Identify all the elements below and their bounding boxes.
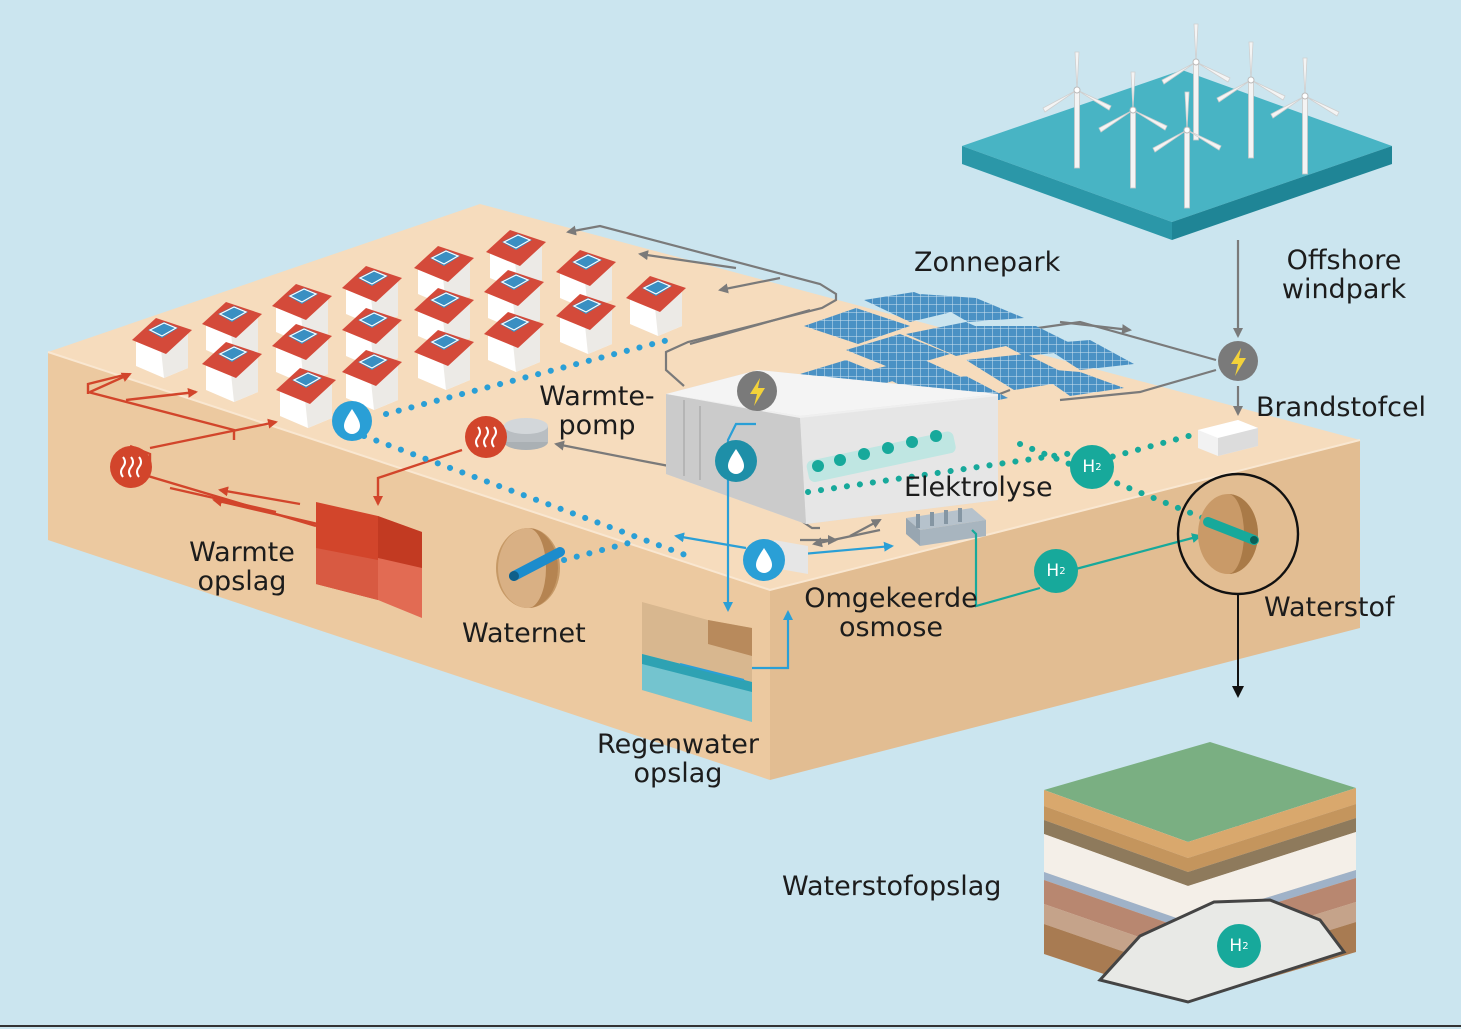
offshore-windpark xyxy=(962,23,1392,240)
label-brandstofcel: Brandstofcel xyxy=(1256,392,1427,423)
heat-icon xyxy=(110,446,152,488)
label-offshore-windpark: Offshore windpark xyxy=(1262,246,1426,304)
label-warmte-opslag-line1: Warmte xyxy=(189,537,295,568)
elektrolyse-stack xyxy=(906,508,986,546)
label-warmtepomp-line2: pomp xyxy=(558,410,636,441)
label-offshore-line1: Offshore xyxy=(1286,245,1402,276)
solar-panel-icon xyxy=(800,292,1134,408)
label-offshore-line2: windpark xyxy=(1281,274,1407,305)
water-drop-icon xyxy=(743,539,785,581)
label-waternet: Waternet xyxy=(462,618,586,649)
waternet-pipe xyxy=(496,528,565,608)
h2-subscript: 2 xyxy=(1095,461,1102,473)
lightning-icon xyxy=(1218,341,1258,381)
h2-symbol: H xyxy=(1229,936,1243,956)
label-warmte-opslag: Warmte opslag xyxy=(176,538,308,596)
label-omgekeerde-line1: Omgekeerde xyxy=(804,583,978,614)
label-waterstofopslag: Waterstofopslag xyxy=(782,871,1002,902)
heat-tank-cylinder xyxy=(504,418,548,450)
electricity-lines xyxy=(554,224,1243,548)
label-regenwater-opslag: Regenwater opslag xyxy=(580,730,776,788)
regenwater-opslag-basin xyxy=(642,602,752,722)
h2-subscript: 2 xyxy=(1242,940,1249,952)
elektrolyse-cells xyxy=(806,430,956,483)
brandstofcel-unit xyxy=(1198,420,1258,456)
label-warmte-opslag-line2: opslag xyxy=(197,566,287,597)
warmte-opslag-tank xyxy=(316,502,422,618)
label-omgekeerde-line2: osmose xyxy=(838,612,944,643)
lightning-icon xyxy=(737,371,777,411)
label-waterstof: Waterstof xyxy=(1264,592,1395,623)
label-regenwater-line1: Regenwater xyxy=(597,729,759,760)
waterstofopslag-block xyxy=(1044,742,1356,1004)
label-regenwater-line2: opslag xyxy=(633,758,723,789)
label-omgekeerde-osmose: Omgekeerde osmose xyxy=(788,584,994,642)
label-warmtepomp: Warmte- pomp xyxy=(522,382,672,440)
label-elektrolyse: Elektrolyse xyxy=(904,472,1053,503)
bottom-rule xyxy=(0,1025,1461,1027)
h2-symbol: H xyxy=(1082,457,1096,477)
label-warmtepomp-line1: Warmte- xyxy=(539,381,655,412)
heat-icon xyxy=(465,416,507,458)
label-zonnepark: Zonnepark xyxy=(914,247,1061,278)
water-drop-icon xyxy=(332,401,372,441)
h2-symbol: H xyxy=(1046,561,1060,581)
h2-subscript: 2 xyxy=(1059,565,1066,577)
water-drop-icon xyxy=(715,440,757,482)
zonnepark-solar-panels xyxy=(800,292,1134,408)
